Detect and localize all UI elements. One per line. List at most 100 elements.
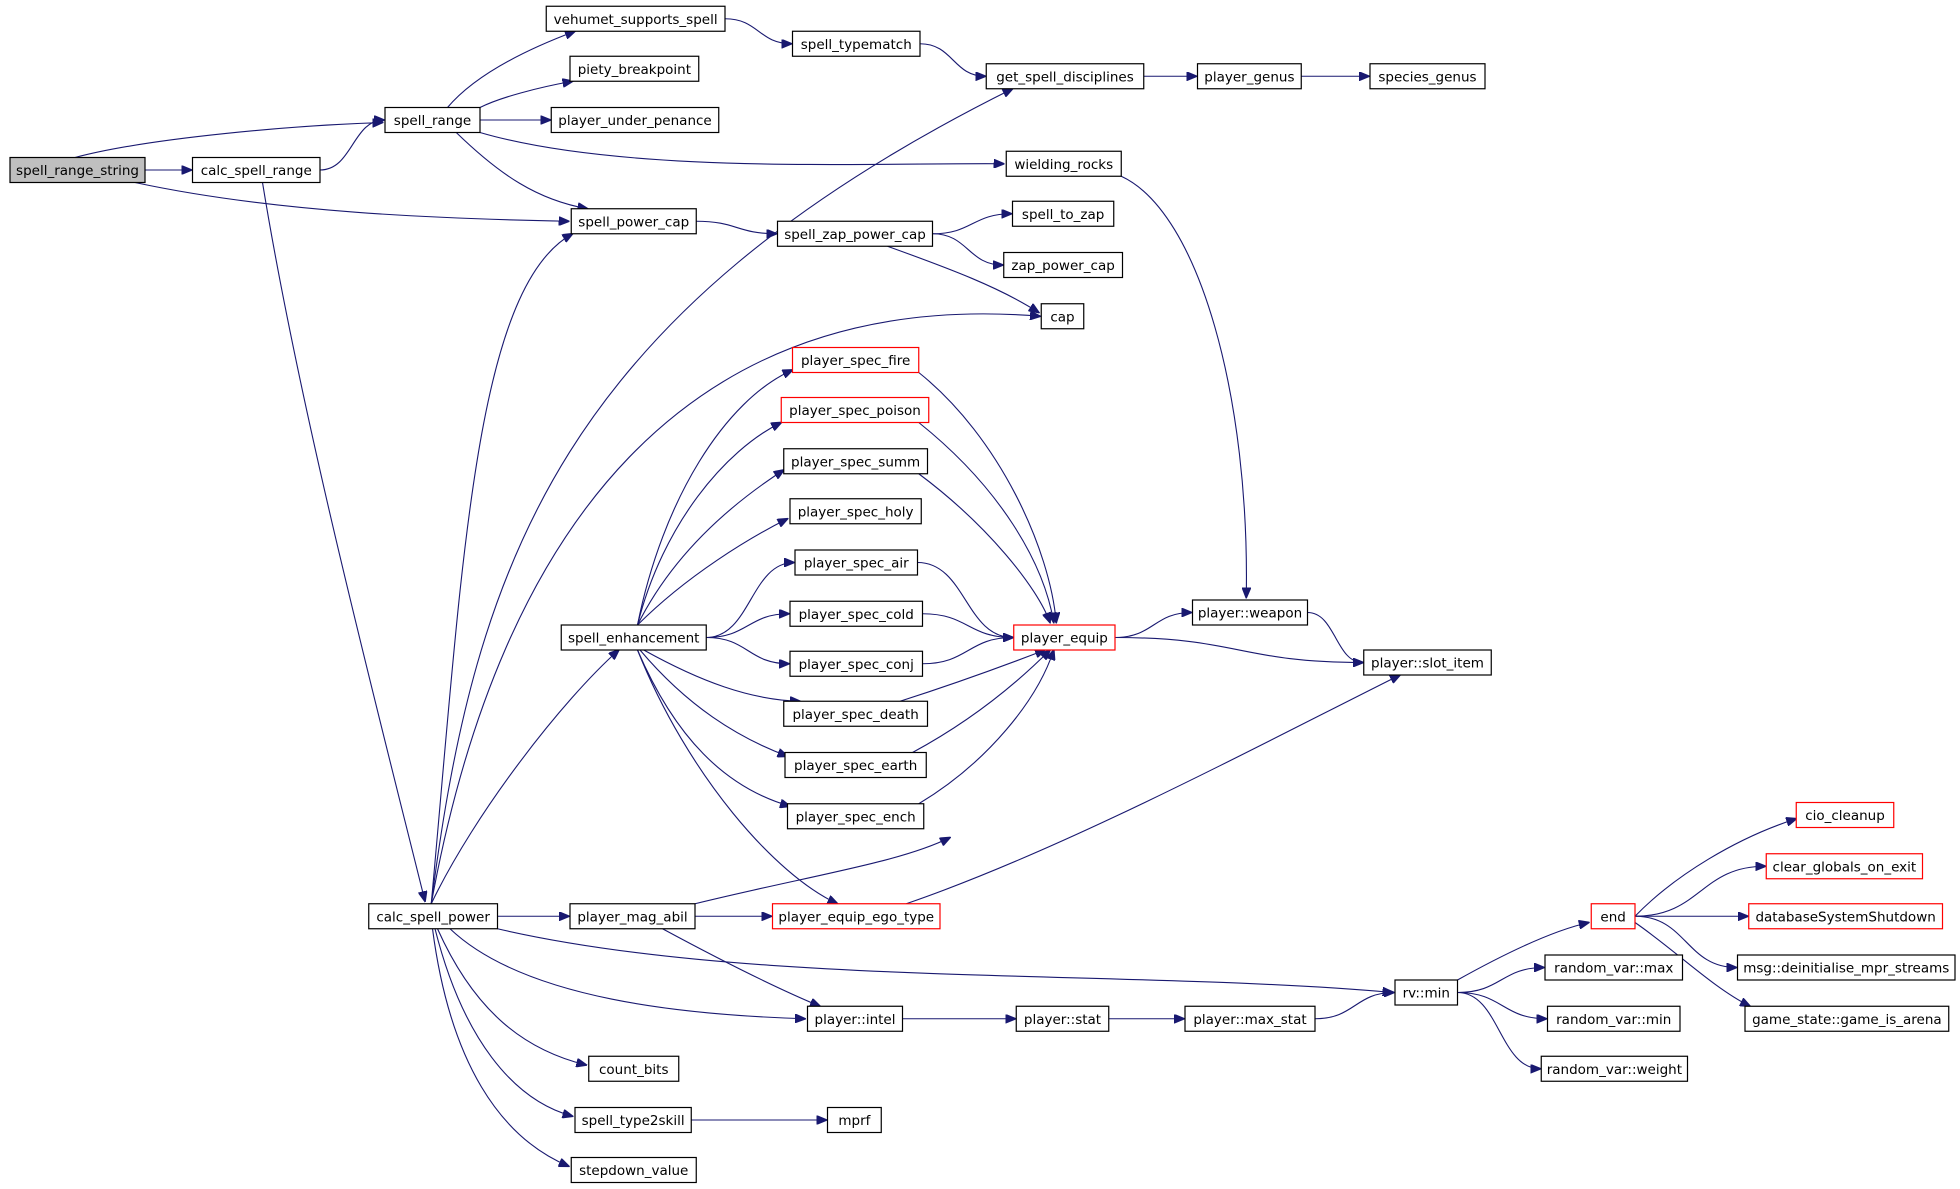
node-box[interactable] (1013, 624, 1116, 651)
node-box[interactable] (985, 63, 1145, 90)
node-player-spec-holy[interactable]: player_spec_holy (789, 498, 922, 525)
node-box[interactable] (776, 220, 934, 247)
node-box[interactable] (1363, 649, 1492, 676)
node-player-spec-death[interactable]: player_spec_death (783, 700, 929, 727)
node-box[interactable] (550, 106, 720, 134)
node-box[interactable] (1191, 599, 1309, 626)
node-player-weapon[interactable]: player::weapon (1191, 599, 1309, 626)
node-player-equip[interactable]: player_equip (1013, 624, 1116, 651)
node-calc-spell-power[interactable]: calc_spell_power (368, 903, 499, 930)
node-get-spell-disciplines[interactable]: get_spell_disciplines (985, 63, 1145, 90)
node-spell-type2skill[interactable]: spell_type2skill (574, 1106, 692, 1134)
node-box[interactable] (791, 30, 921, 57)
node-spell-power-cap[interactable]: spell_power_cap (570, 208, 697, 235)
node-player-spec-earth[interactable]: player_spec_earth (784, 751, 927, 779)
node-player-spec-fire[interactable]: player_spec_fire (791, 346, 920, 374)
node-box[interactable] (1544, 954, 1684, 981)
node-end[interactable]: end (1590, 903, 1636, 930)
node-box[interactable] (1003, 251, 1124, 279)
node-box[interactable] (570, 208, 697, 235)
node-box[interactable] (570, 1156, 697, 1184)
node-rv-min[interactable]: rv::min (1394, 979, 1459, 1006)
node-player-spec-air[interactable]: player_spec_air (794, 549, 919, 576)
node-box[interactable] (783, 448, 929, 475)
node-random-var-max[interactable]: random_var::max (1544, 954, 1684, 981)
node-box[interactable] (1005, 150, 1122, 177)
node-random-var-min[interactable]: random_var::min (1546, 1005, 1681, 1032)
node-player-intel[interactable]: player::intel (806, 1005, 904, 1032)
node-box[interactable] (1546, 1005, 1681, 1032)
node-spell-range-string[interactable]: spell_range_string (9, 156, 146, 184)
node-spell-typematch[interactable]: spell_typematch (791, 30, 921, 57)
node-box[interactable] (1748, 903, 1944, 930)
node-spell-enhancement[interactable]: spell_enhancement (560, 624, 707, 651)
node-box[interactable] (1736, 954, 1956, 981)
node-game-is-arena[interactable]: game_state::game_is_arena (1744, 1005, 1950, 1032)
node-box[interactable] (791, 346, 920, 374)
node-box[interactable] (574, 1106, 692, 1134)
node-box[interactable] (384, 106, 481, 134)
node-spell-zap-power-cap[interactable]: spell_zap_power_cap (776, 220, 934, 247)
node-msg-deinitialise[interactable]: msg::deinitialise_mpr_streams (1736, 954, 1956, 981)
node-player-equip-ego-type[interactable]: player_equip_ego_type (771, 903, 941, 930)
node-box[interactable] (789, 498, 922, 525)
node-piety-breakpoint[interactable]: piety_breakpoint (569, 55, 700, 82)
node-box[interactable] (771, 903, 941, 930)
node-clear-globals-on-exit[interactable]: clear_globals_on_exit (1765, 853, 1924, 880)
node-player-spec-poison[interactable]: player_spec_poison (780, 396, 930, 424)
node-box[interactable] (783, 700, 929, 727)
node-player-spec-ench[interactable]: player_spec_ench (786, 803, 925, 830)
node-box[interactable] (806, 1005, 904, 1032)
node-player-under-penance[interactable]: player_under_penance (550, 106, 720, 134)
node-box[interactable] (1196, 63, 1302, 90)
node-stepdown-value[interactable]: stepdown_value (570, 1156, 697, 1184)
node-cap[interactable]: cap (1040, 303, 1085, 330)
node-vehumet-supports-spell[interactable]: vehumet_supports_spell (545, 5, 726, 32)
node-box[interactable] (9, 156, 146, 184)
node-player-stat[interactable]: player::stat (1015, 1005, 1110, 1032)
node-box[interactable] (560, 624, 707, 651)
node-box[interactable] (569, 903, 696, 930)
node-box[interactable] (794, 549, 919, 576)
node-mprf[interactable]: mprf (826, 1106, 882, 1134)
node-box[interactable] (1369, 63, 1486, 90)
node-box[interactable] (789, 650, 924, 677)
node-player-mag-abil[interactable]: player_mag_abil (569, 903, 696, 930)
node-box[interactable] (784, 751, 927, 779)
node-box[interactable] (368, 903, 499, 930)
node-box[interactable] (1040, 303, 1085, 330)
node-player-spec-cold[interactable]: player_spec_cold (789, 600, 924, 627)
node-cio-cleanup[interactable]: cio_cleanup (1795, 801, 1895, 829)
node-zap-power-cap[interactable]: zap_power_cap (1003, 251, 1124, 279)
node-player-spec-conj[interactable]: player_spec_conj (789, 650, 924, 677)
node-databaseSystemShutdown[interactable]: databaseSystemShutdown (1748, 903, 1944, 930)
node-box[interactable] (826, 1106, 882, 1134)
node-spell-to-zap[interactable]: spell_to_zap (1011, 200, 1115, 227)
node-box[interactable] (1765, 853, 1924, 880)
node-species-genus[interactable]: species_genus (1369, 63, 1486, 90)
node-player-spec-summ[interactable]: player_spec_summ (783, 448, 929, 475)
node-box[interactable] (1540, 1055, 1689, 1082)
node-random-var-weight[interactable]: random_var::weight (1540, 1055, 1689, 1082)
node-calc-spell-range[interactable]: calc_spell_range (191, 156, 321, 184)
node-box[interactable] (789, 600, 924, 627)
node-box[interactable] (780, 396, 930, 424)
node-player-genus[interactable]: player_genus (1196, 63, 1302, 90)
node-wielding-rocks[interactable]: wielding_rocks (1005, 150, 1122, 177)
node-box[interactable] (1011, 200, 1115, 227)
node-box[interactable] (191, 156, 321, 184)
node-box[interactable] (1795, 801, 1895, 829)
node-box[interactable] (786, 803, 925, 830)
node-box[interactable] (1590, 903, 1636, 930)
node-box[interactable] (588, 1055, 680, 1082)
node-box[interactable] (569, 55, 700, 82)
node-box[interactable] (1394, 979, 1459, 1006)
node-box[interactable] (545, 5, 726, 32)
node-box[interactable] (1744, 1005, 1950, 1032)
node-player-slot-item[interactable]: player::slot_item (1363, 649, 1492, 676)
node-player-max-stat[interactable]: player::max_stat (1184, 1005, 1316, 1032)
node-count-bits[interactable]: count_bits (588, 1055, 680, 1082)
node-spell-range[interactable]: spell_range (384, 106, 481, 134)
node-box[interactable] (1015, 1005, 1110, 1032)
node-box[interactable] (1184, 1005, 1316, 1032)
